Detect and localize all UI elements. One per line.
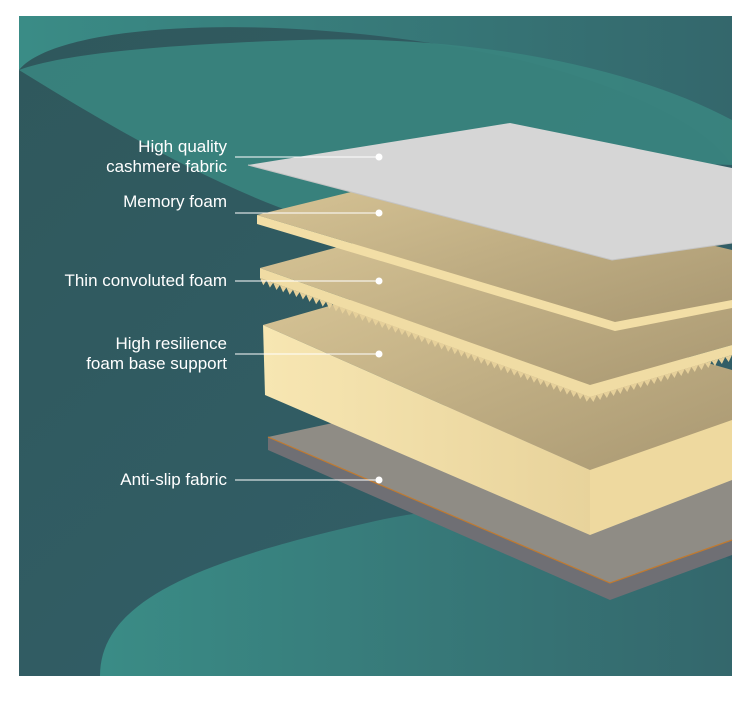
label-cashmere-fabric: High quality cashmere fabric (106, 137, 227, 177)
label-line: Memory foam (123, 192, 227, 211)
label-anti-slip-fabric: Anti-slip fabric (120, 470, 227, 490)
label-line: High quality (138, 137, 227, 156)
label-convoluted-foam: Thin convoluted foam (64, 271, 227, 291)
label-line: foam base support (86, 354, 227, 373)
label-line: Anti-slip fabric (120, 470, 227, 489)
label-line: cashmere fabric (106, 157, 227, 176)
upper-wave (19, 16, 732, 165)
label-memory-foam: Memory foam (123, 192, 227, 212)
label-line: Thin convoluted foam (64, 271, 227, 290)
high-resilience-foam-layer (263, 280, 732, 535)
label-high-resilience-foam: High resilience foam base support (86, 334, 227, 374)
label-line: High resilience (115, 334, 228, 353)
convoluted-foam-layer (260, 225, 732, 402)
leader-lines (235, 153, 383, 484)
